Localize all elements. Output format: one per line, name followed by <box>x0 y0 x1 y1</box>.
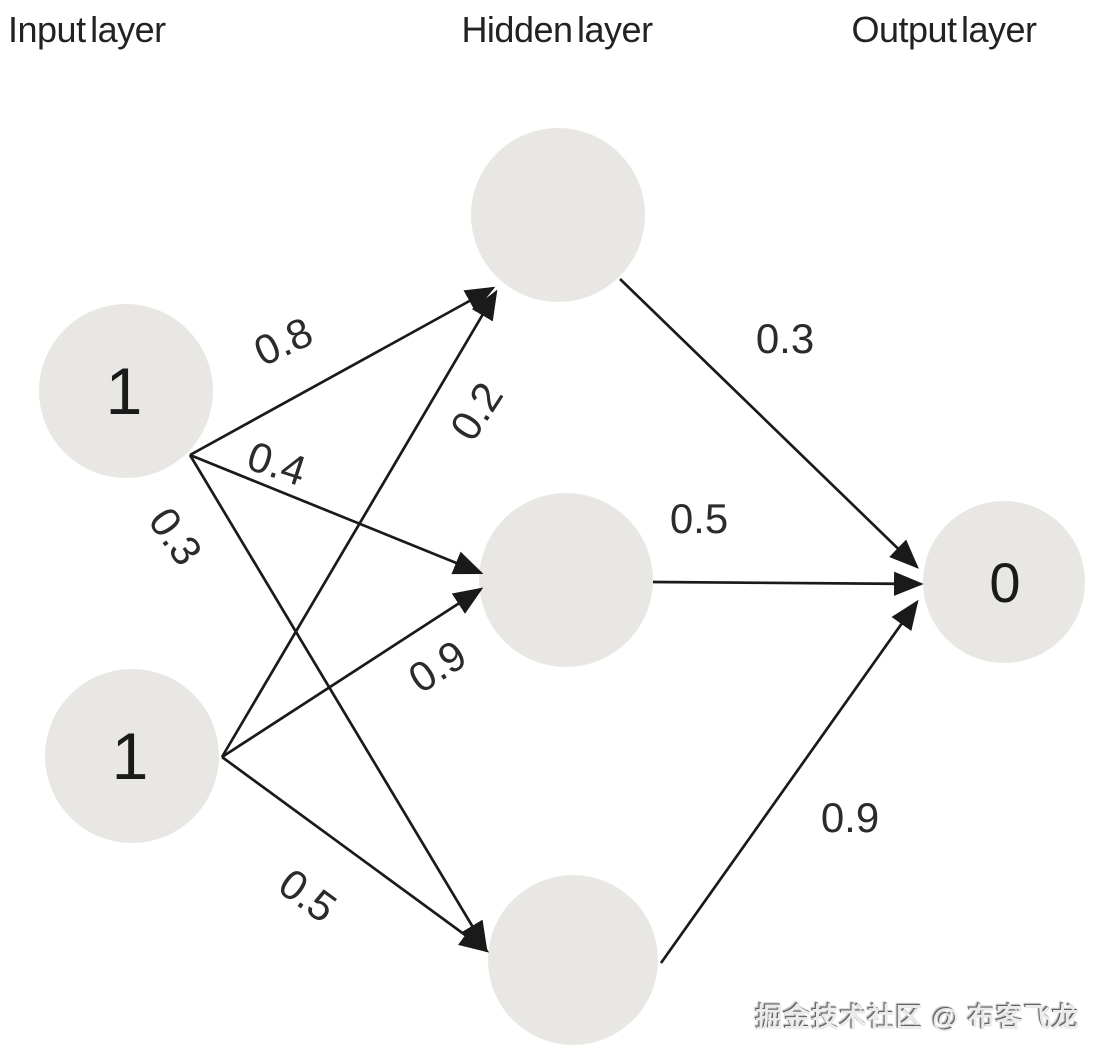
input-node-1 <box>39 304 213 478</box>
edge-hidden1-output <box>619 278 919 569</box>
edge-hidden3-output <box>659 599 919 964</box>
weight-label-hidden2-output: 0.5 <box>670 495 728 542</box>
edge-hidden2-output <box>652 571 924 596</box>
edge-input2-hidden3 <box>221 755 490 953</box>
input-node-2 <box>45 669 219 843</box>
edge-input1-hidden2 <box>189 453 484 575</box>
input-layer-title: Input layer <box>8 9 166 50</box>
hidden-layer-title: Hidden layer <box>461 9 653 50</box>
weight-label-hidden3-output: 0.9 <box>821 794 879 841</box>
weight-label-input2-hidden2: 0.9 <box>400 631 475 702</box>
edge-input2-hidden2 <box>221 587 484 759</box>
output-node <box>923 501 1085 663</box>
output-layer-title: Output layer <box>851 9 1037 50</box>
weight-label-input2-hidden1: 0.2 <box>441 374 512 449</box>
hidden-node-2 <box>479 493 653 667</box>
output-node-value: 0 <box>989 551 1020 614</box>
hidden-node-3 <box>488 875 658 1045</box>
edge-input2-hidden1 <box>220 289 498 758</box>
weight-label-hidden1-output: 0.3 <box>756 315 814 362</box>
weight-label-input1-hidden2: 0.4 <box>242 432 312 495</box>
weight-label-input2-hidden3: 0.5 <box>270 859 345 931</box>
edge-input1-hidden1 <box>189 286 496 457</box>
weight-label-input1-hidden3: 0.3 <box>140 499 212 574</box>
watermark-text: 掘金技术社区 @ 布客飞龙 <box>755 1003 1080 1033</box>
input-node-1-value: 1 <box>106 354 143 428</box>
weight-label-input1-hidden1: 0.8 <box>247 308 320 375</box>
edge-input1-hidden3 <box>188 454 488 952</box>
hidden-node-1 <box>471 128 645 302</box>
input-node-2-value: 1 <box>112 719 149 793</box>
